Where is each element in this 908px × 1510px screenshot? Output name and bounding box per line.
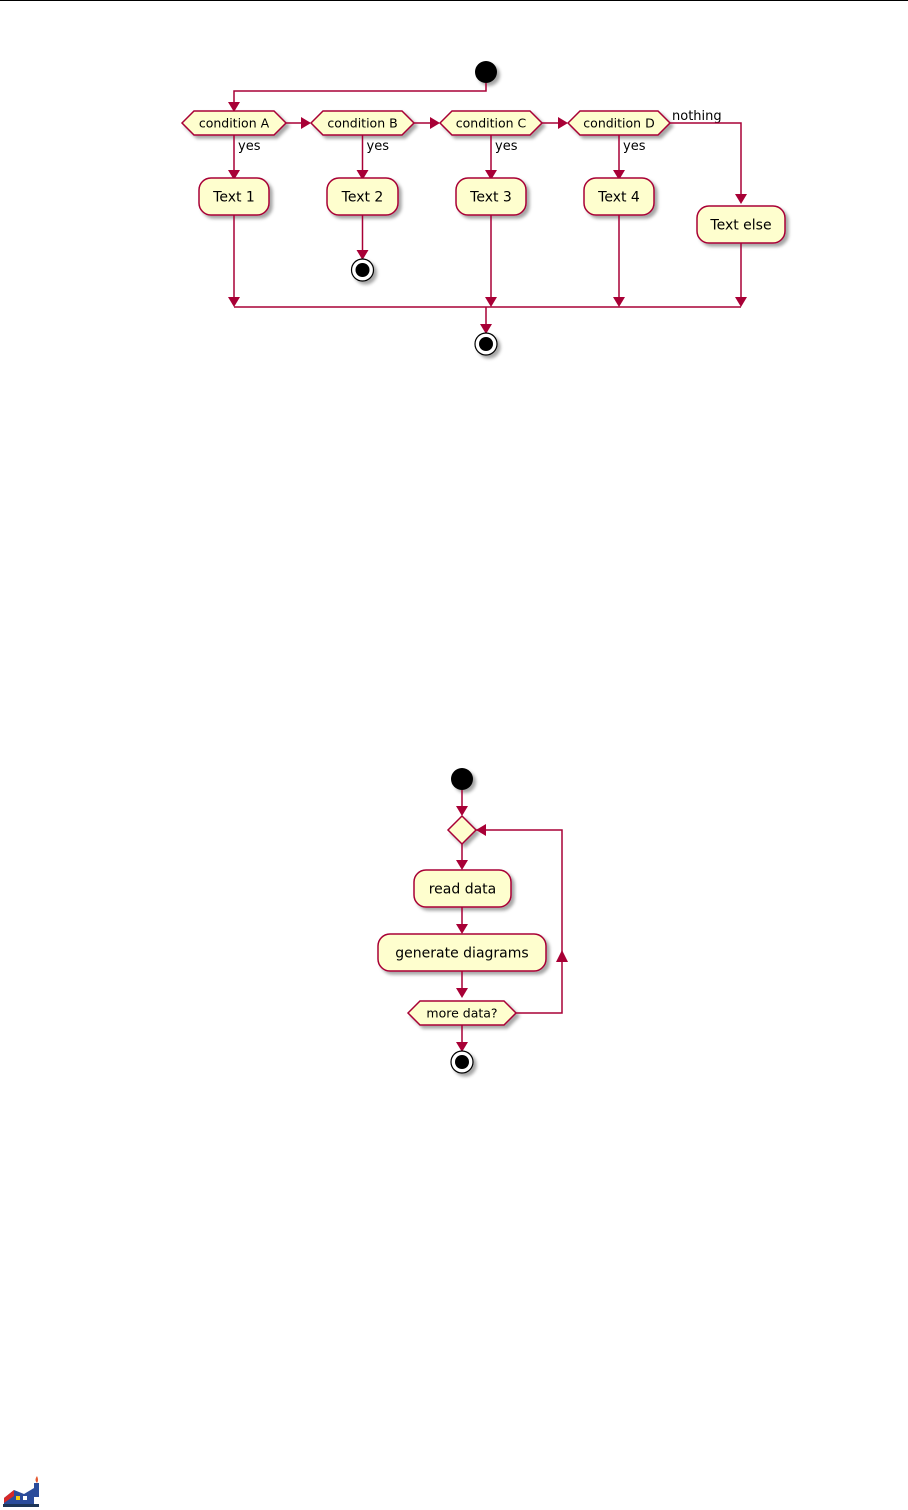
- arrow-head: [356, 170, 369, 180]
- arrow-head: [456, 860, 468, 870]
- arrow-head: [613, 297, 625, 307]
- arrow-head: [301, 117, 311, 129]
- condition-d-label: condition D: [583, 116, 654, 131]
- arrow-head: [613, 170, 625, 180]
- yes-label-d: yes: [623, 139, 646, 154]
- edge-loop-back: [476, 829, 563, 1014]
- page-top-rule: [0, 0, 908, 1]
- action-text-2-label: Text 2: [341, 190, 384, 206]
- yes-label-a: yes: [238, 139, 261, 154]
- arrow-head: [485, 297, 497, 307]
- arrow-head: [735, 194, 747, 204]
- arrow-head: [480, 324, 492, 334]
- condition-c-label: condition C: [456, 116, 527, 131]
- action-text-4-label: Text 4: [597, 190, 640, 206]
- arrow-head: [456, 988, 468, 998]
- arrow-head: [228, 170, 240, 180]
- arrow-head: [735, 297, 747, 307]
- stop-node-main: [474, 332, 498, 356]
- switch-diagram: condition A condition B condition C cond…: [180, 61, 786, 356]
- action-text-else-label: Text else: [709, 218, 771, 234]
- arrow-head: [430, 117, 440, 129]
- start-node: [475, 61, 497, 83]
- arrow-head: [476, 824, 486, 836]
- yes-label-c: yes: [495, 139, 518, 154]
- edge-d-to-else: [670, 122, 742, 196]
- action-generate-diagrams-label: generate diagrams: [395, 946, 528, 962]
- stop-node-branch-b: [350, 258, 375, 282]
- plantuml-logo-icon: [3, 1476, 39, 1507]
- edge-start-to-a: [233, 83, 487, 104]
- arrow-head: [356, 250, 369, 260]
- condition-a-label: condition A: [199, 116, 270, 131]
- action-read-data-label: read data: [429, 882, 497, 898]
- loop-start-node: [451, 768, 473, 790]
- arrow-head: [456, 924, 468, 934]
- loop-condition-label: more data?: [426, 1006, 497, 1021]
- arrow-head: [556, 950, 568, 962]
- action-text-1-label: Text 1: [212, 190, 255, 206]
- repeat-loop-diagram: read data generate diagrams more data?: [377, 768, 568, 1074]
- action-text-3-label: Text 3: [469, 190, 512, 206]
- arrow-head: [485, 170, 497, 180]
- loop-stop-node: [450, 1050, 474, 1074]
- arrow-head: [228, 102, 240, 112]
- arrow-head: [456, 1042, 468, 1052]
- yes-label-b: yes: [367, 139, 390, 154]
- else-branch-label: nothing: [672, 109, 722, 124]
- loop-entry-diamond: [446, 814, 478, 846]
- arrow-head: [456, 806, 468, 816]
- arrow-head: [228, 297, 240, 307]
- condition-b-label: condition B: [327, 116, 397, 131]
- arrow-head: [558, 117, 568, 129]
